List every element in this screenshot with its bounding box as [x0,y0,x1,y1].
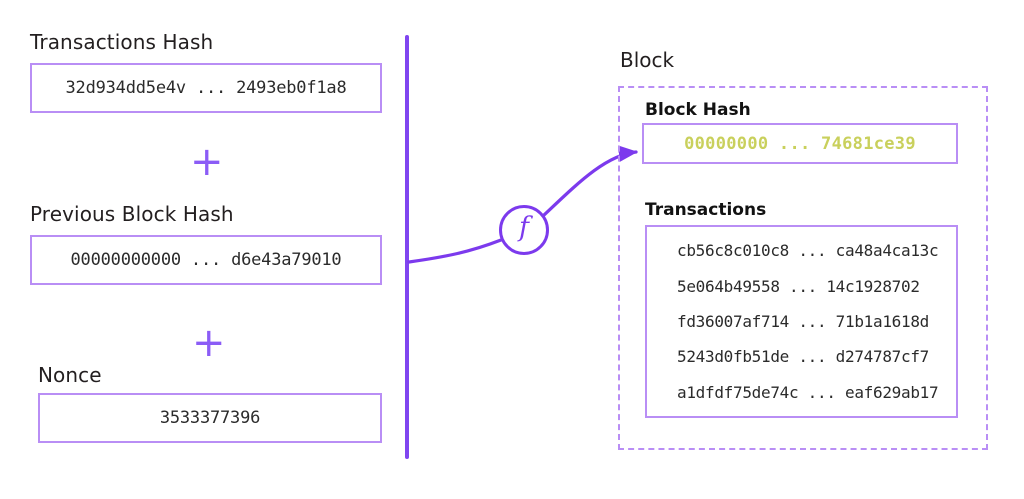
transaction-row: cb56c8c010c8 ... ca48a4ca13c [677,241,939,261]
transaction-row: fd36007af714 ... 71b1a1618d [677,311,929,331]
block-transactions-label: Transactions [645,200,767,220]
transaction-row: a1dfdf75de74c ... eaf629ab17 [677,382,939,402]
transactions-hash-label: Transactions Hash [30,30,214,54]
vertical-divider [405,35,409,459]
plus-operator-1: + [190,139,224,185]
nonce-box: 3533377396 [38,393,382,443]
transactions-hash-value: 32d934dd5e4v ... 2493eb0f1a8 [65,78,347,98]
transaction-row: 5e064b49558 ... 14c1928702 [677,276,920,296]
block-hash-value: 00000000 ... 74681ce39 [684,133,916,154]
nonce-value: 3533377396 [159,408,261,428]
block-label: Block [620,48,675,72]
transactions-hash-box: 32d934dd5e4v ... 2493eb0f1a8 [30,63,382,113]
previous-block-hash-value: 00000000000 ... d6e43a79010 [70,250,342,270]
block-hash-box: 00000000 ... 74681ce39 [642,123,958,164]
block-transactions-list: cb56c8c010c8 ... ca48a4ca13c 5e064b49558… [645,225,958,418]
transaction-row: 5243d0fb51de ... d274787cf7 [677,347,929,367]
block-container [618,86,988,450]
nonce-label: Nonce [38,363,102,387]
plus-operator-2: + [192,320,226,366]
function-symbol: f [519,212,529,243]
previous-block-hash-box: 00000000000 ... d6e43a79010 [30,235,382,285]
previous-block-hash-label: Previous Block Hash [30,202,234,226]
block-hash-label: Block Hash [645,100,751,120]
function-input-curve [407,238,503,264]
